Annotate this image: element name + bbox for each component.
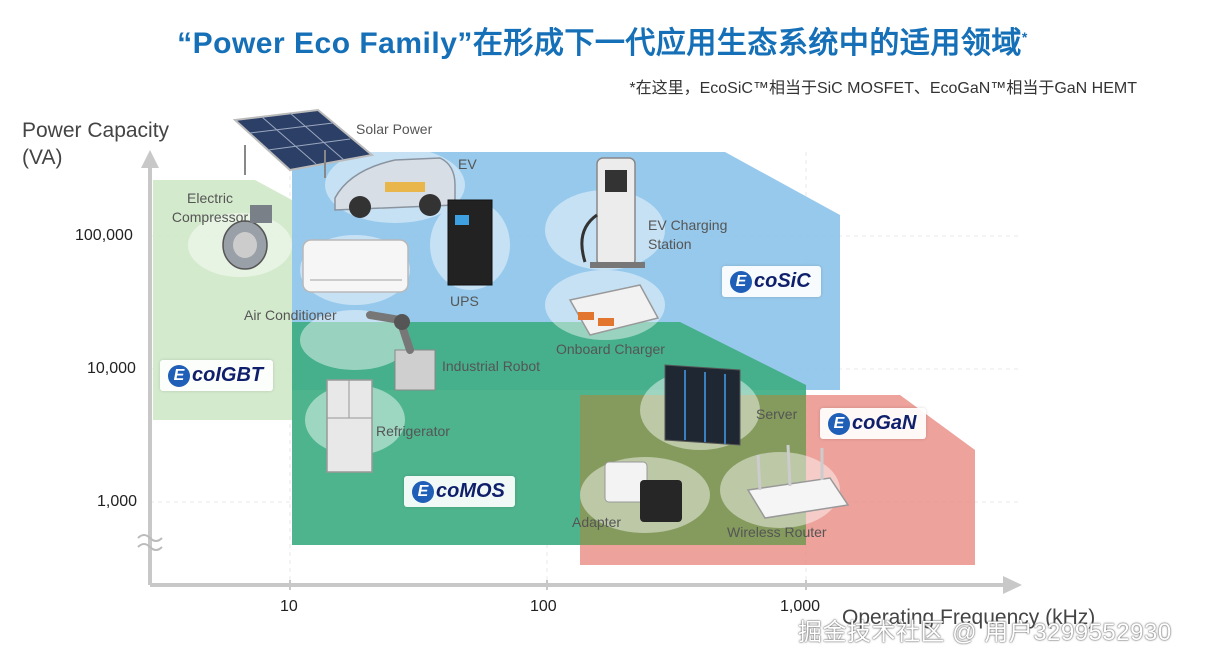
industrial-robot-icon xyxy=(366,311,436,391)
x-tick-10: 10 xyxy=(280,598,298,615)
eco-logo-icon: E xyxy=(168,364,190,387)
label-adapter: Adapter xyxy=(572,514,622,530)
x-tick-1000: 1,000 xyxy=(780,598,821,615)
ecomos-badge-text: coMOS xyxy=(436,480,505,502)
footnote-subtitle: *在这里，EcoSiC™相当于SiC MOSFET、EcoGaN™相当于GaN … xyxy=(629,80,1137,97)
label-charging-line2: Station xyxy=(648,236,692,252)
solar-panel-icon xyxy=(232,108,375,178)
label-compressor-line1: Electric xyxy=(187,190,233,206)
mos-gan-overlap xyxy=(580,395,806,545)
ecogan-badge-text: coGaN xyxy=(852,412,917,434)
wireless-router-icon xyxy=(746,444,850,519)
eco-logo-icon: E xyxy=(828,412,850,435)
label-compressor-line2: Compressor xyxy=(171,209,249,225)
x-axis-title: Operating Frequency (kHz) xyxy=(842,606,1096,629)
label-charging-line1: EV Charging xyxy=(648,217,728,233)
label-wireless-router: Wireless Router xyxy=(727,524,827,540)
y-axis-title-line2: (VA) xyxy=(22,146,63,169)
y-tick-1000: 1,000 xyxy=(97,493,138,510)
label-air-conditioner: Air Conditioner xyxy=(244,307,337,323)
ev-car-icon xyxy=(334,157,456,218)
ups-icon xyxy=(447,199,493,286)
ev-charging-station-icon xyxy=(580,157,645,268)
onboard-charger-icon xyxy=(568,284,660,336)
y-axis-title-line1: Power Capacity xyxy=(22,119,170,142)
label-refrigerator: Refrigerator xyxy=(376,423,450,439)
y-axis-title: Power Capacity (VA) xyxy=(22,117,169,171)
label-server: Server xyxy=(756,406,798,422)
ecoigbt-badge-text: coIGBT xyxy=(192,364,264,386)
label-electric-compressor: Electric Compressor xyxy=(155,189,265,227)
adapter-icon xyxy=(604,461,682,522)
label-ev: EV xyxy=(458,156,477,172)
eco-logo-icon: E xyxy=(730,270,752,293)
ecosic-badge-text: coSiC xyxy=(754,270,811,292)
label-industrial-robot: Industrial Robot xyxy=(442,358,541,374)
label-onboard-charger: Onboard Charger xyxy=(556,341,665,357)
label-solar-power: Solar Power xyxy=(356,121,433,137)
air-conditioner-icon xyxy=(302,239,409,293)
label-ups: UPS xyxy=(450,293,479,309)
x-tick-100: 100 xyxy=(530,598,557,615)
axes xyxy=(137,150,1022,594)
y-tick-100000: 100,000 xyxy=(75,227,133,244)
title-footnote-mark: * xyxy=(1021,29,1028,45)
refrigerator-icon xyxy=(326,379,373,473)
page-title: “Power Eco Family”在形成下一代应用生态系统中的适用领域* xyxy=(177,27,1028,60)
y-tick-10000: 10,000 xyxy=(87,360,136,377)
watermark-text: 掘金技术社区 @ 用户3299552930 xyxy=(798,619,1172,646)
label-ev-charging-station: EV Charging Station xyxy=(648,216,727,254)
eco-logo-icon: E xyxy=(412,480,434,503)
compressor-icon xyxy=(222,205,272,270)
server-icon xyxy=(664,364,741,446)
